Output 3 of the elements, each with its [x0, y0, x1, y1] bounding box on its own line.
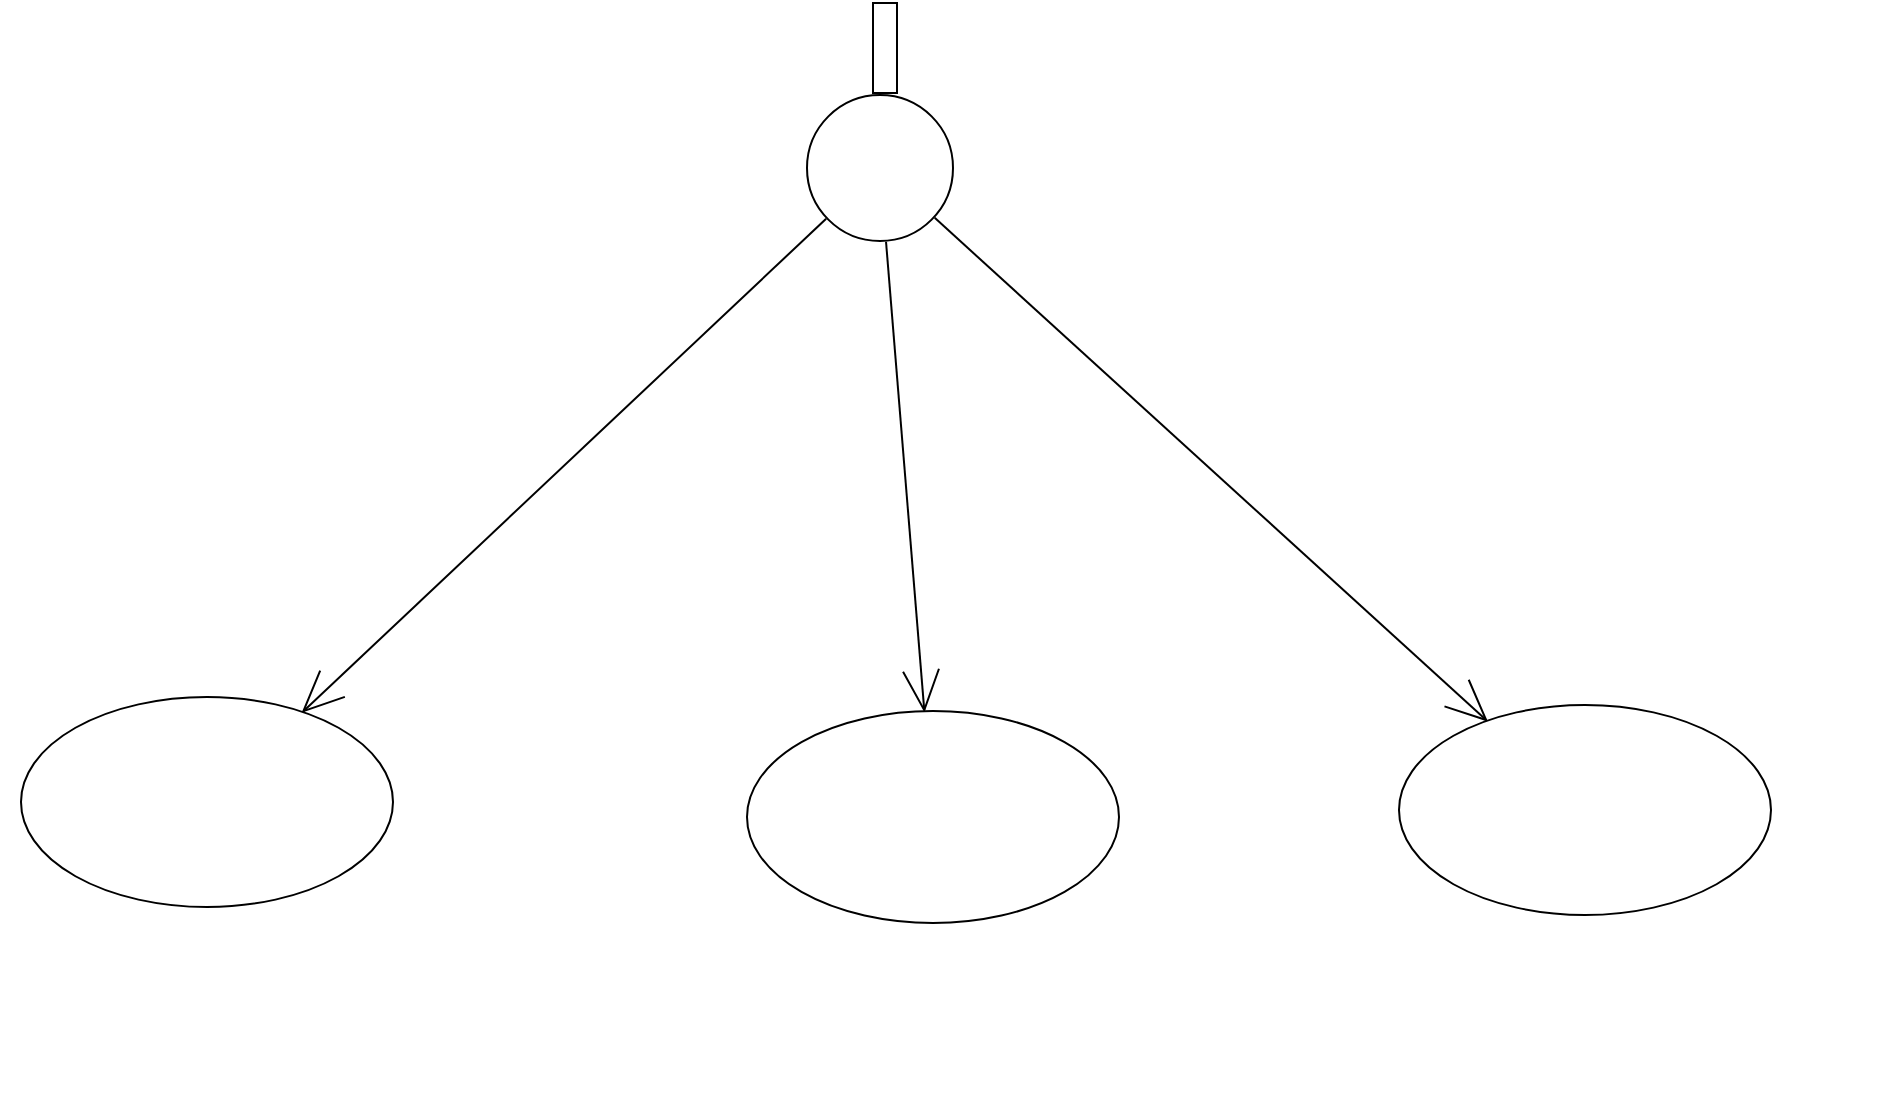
arrow	[885, 240, 940, 712]
arrow	[933, 216, 1488, 721]
arrow	[302, 217, 828, 713]
